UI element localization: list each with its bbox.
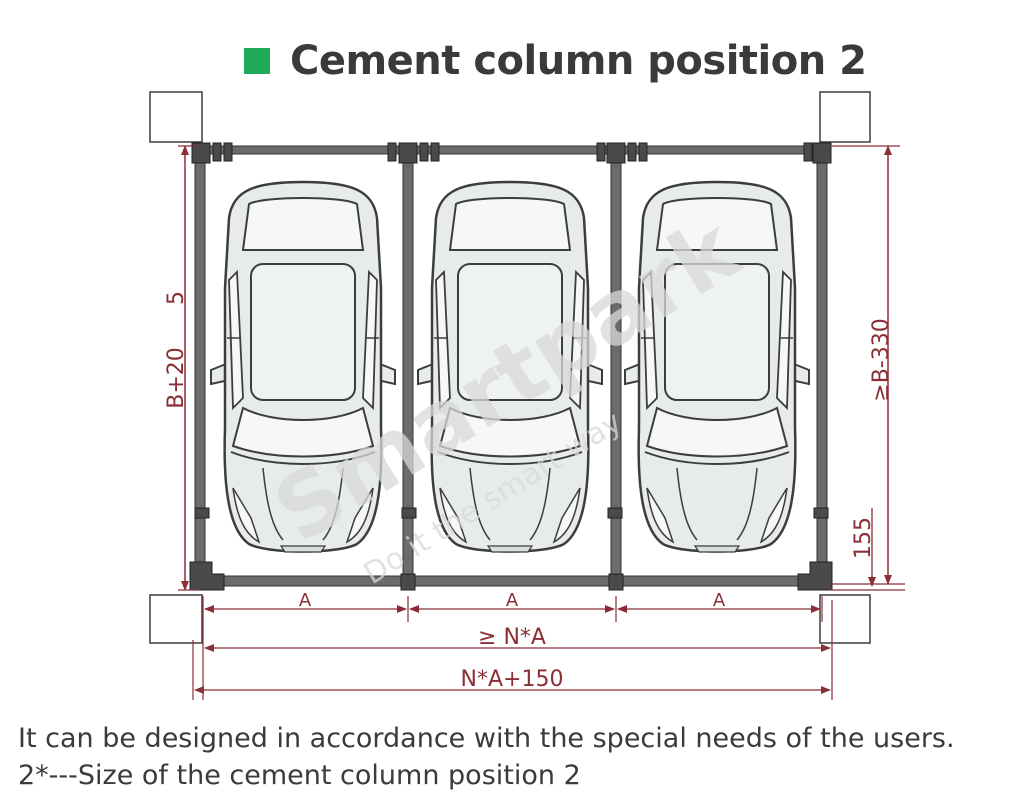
corner-box-bottom-left [149,594,203,644]
frame-joints [189,142,833,591]
corner-box-top-left [149,91,203,143]
dim-label-a-3: A [713,590,726,611]
dim-label-b-minus-330: ≥B-330 [869,318,894,401]
dim-label-155: 155 [851,517,876,559]
dim-label-a-1: A [299,590,312,611]
dimension-right: ≥B-330 155 [830,145,905,591]
dim-label-a-2: A [506,590,519,611]
page-title: Cement column position 2 [290,38,867,84]
corner-box-bottom-right [819,594,871,644]
dim-label-b-plus-20: B+20 [164,347,189,409]
footer-notes: It can be designed in accordance with th… [18,720,955,794]
dim-label-total: N*A+150 [461,667,564,692]
green-square-icon [244,48,270,74]
dim-label-total-min: ≥ N*A [478,625,546,650]
footer-note-1: It can be designed in accordance with th… [18,723,955,754]
carport-plan-diagram: Smartpark Do it the smart way B+20 5 ≥B-… [149,91,905,700]
footer-note-2: 2*---Size of the cement column position … [18,760,581,791]
dimension-left: B+20 5 [164,145,200,591]
title-block: Cement column position 2 [244,38,867,84]
dimension-bottom: A A A ≥ N*A N*A+150 [192,590,833,700]
corner-box-top-right [819,91,871,143]
dim-label-5: 5 [164,291,189,305]
